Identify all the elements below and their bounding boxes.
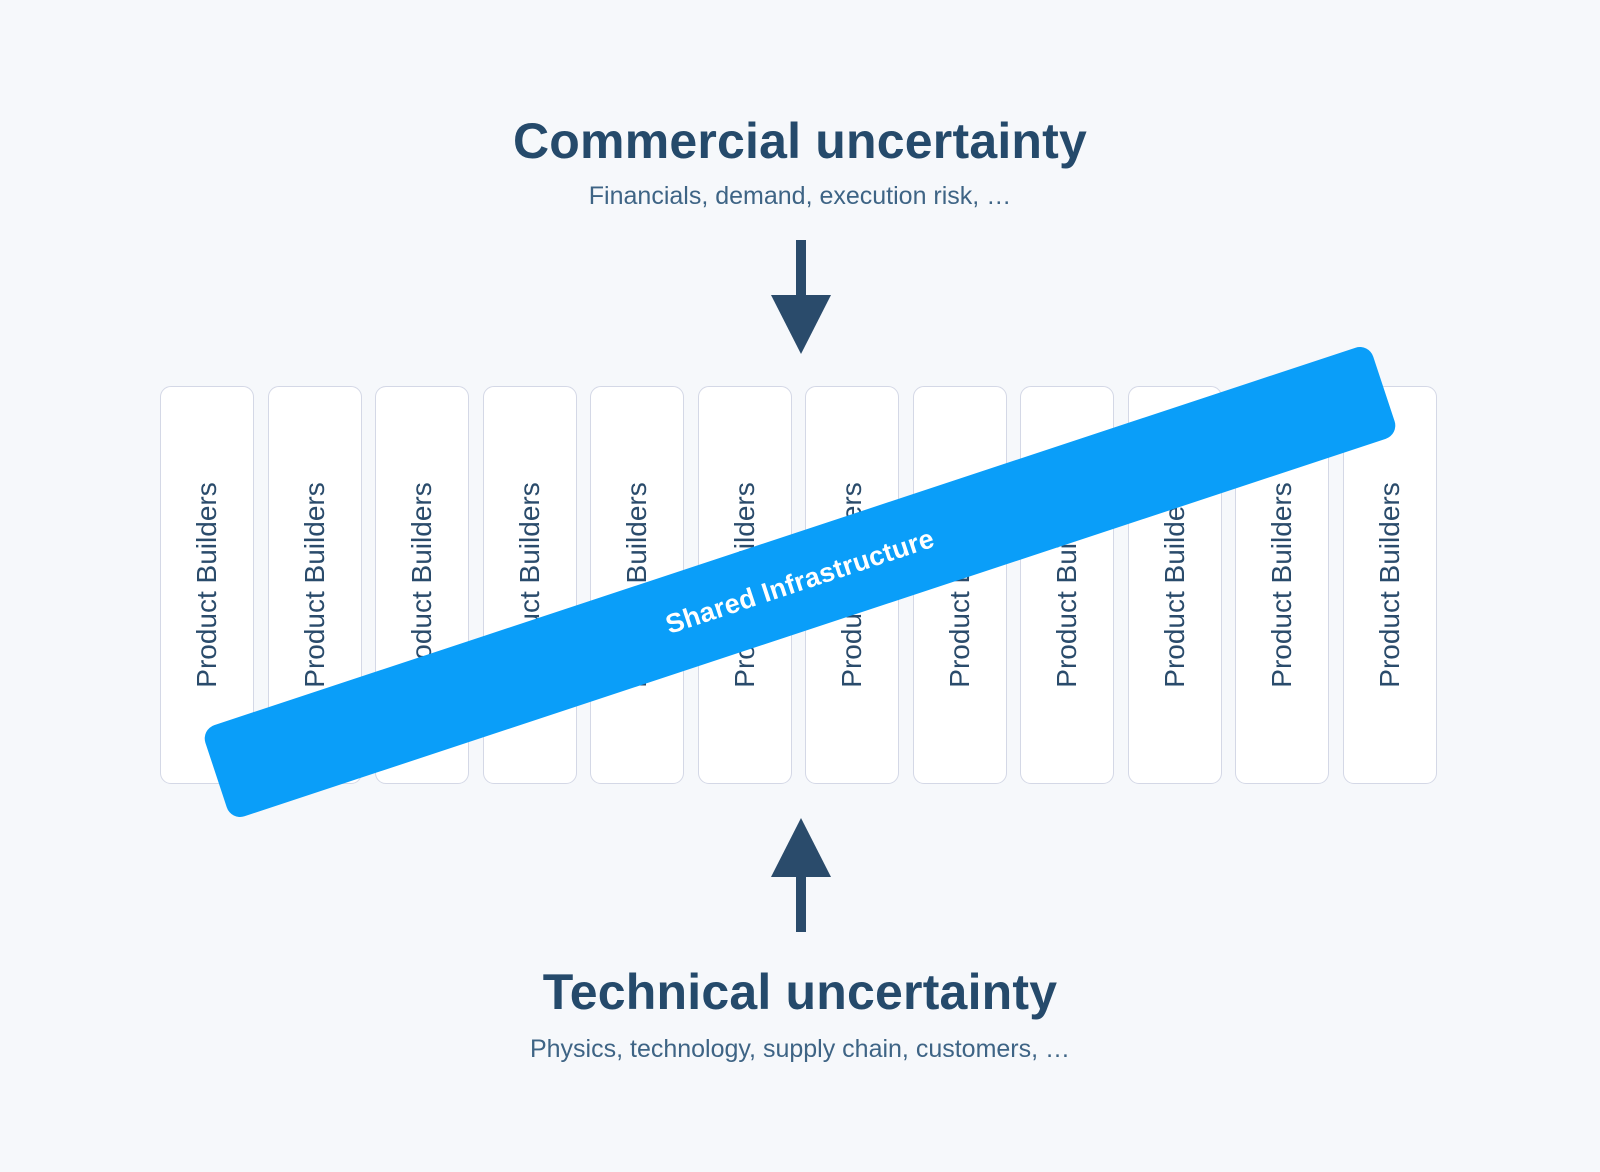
technical-uncertainty-subtitle: Physics, technology, supply chain, custo… [529, 1035, 1071, 1063]
commercial-uncertainty-subtitle: Financials, demand, execution risk, … [588, 182, 1012, 210]
column-label: Product Builders [1373, 482, 1405, 688]
up-arrow-icon [771, 818, 831, 932]
technical-uncertainty-title: Technical uncertainty [542, 964, 1058, 1020]
column-label: Product Builders [1158, 482, 1190, 688]
column-label: Product Builders [191, 482, 222, 688]
commercial-uncertainty-title: Commercial uncertainty [512, 113, 1088, 169]
column-label: Product Builders [298, 482, 330, 688]
product-builders-column: Product Builders [1342, 386, 1437, 784]
column-label: Product Builders [1266, 482, 1297, 688]
down-arrow-icon [771, 240, 831, 354]
